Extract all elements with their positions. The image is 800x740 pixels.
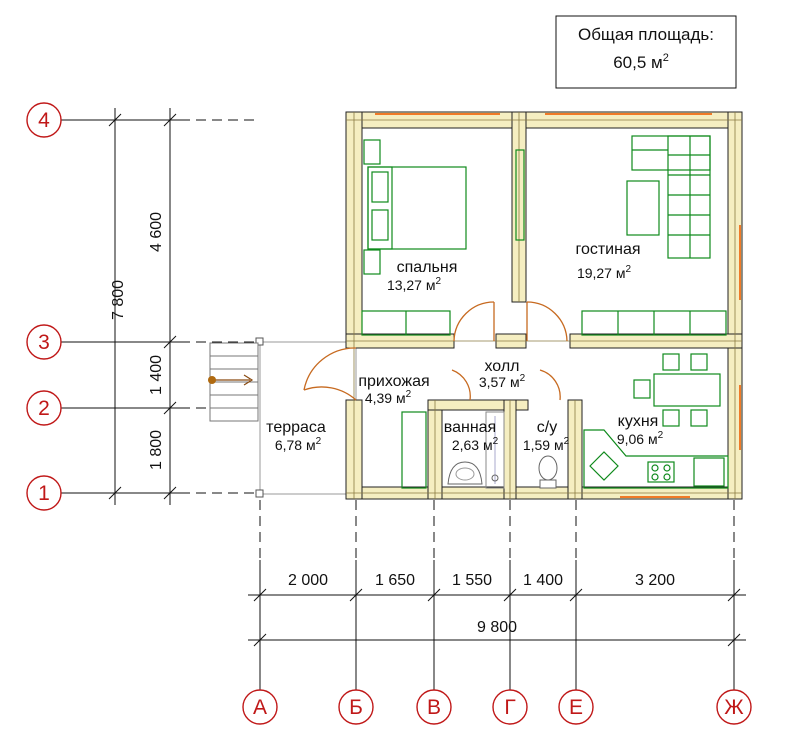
- room-name: ванная: [444, 419, 496, 436]
- room-terrace: терраса 6,78 м2: [266, 419, 326, 453]
- bench-icon: [581, 310, 727, 336]
- room-name: гостиная: [575, 241, 640, 258]
- wardrobe-icon: [361, 310, 451, 336]
- room-name: спальня: [397, 259, 458, 276]
- room-area: 3,57 м2: [479, 373, 526, 390]
- axis-row-label: 1: [38, 482, 50, 505]
- axis-col-label: Ж: [724, 696, 744, 719]
- sofa-icon: [626, 135, 711, 259]
- room-name: с/у: [537, 419, 557, 436]
- dimension-lines: [60, 108, 746, 690]
- total-area-value: 60,5 м2: [613, 52, 669, 72]
- horizontal-dim: 2 000: [288, 572, 328, 589]
- room-wc: с/у 1,59 м2: [523, 419, 570, 453]
- room-area: 1,59 м2: [523, 436, 570, 453]
- room-name: терраса: [266, 419, 326, 436]
- shower-icon: [485, 411, 505, 489]
- doors: [303, 301, 568, 401]
- room-area: 19,27 м2: [577, 264, 632, 281]
- dining-table-icon: [633, 353, 721, 427]
- bed-icon: [363, 139, 467, 275]
- terrace-stairs: [208, 342, 259, 422]
- total-area-box: Общая площадь: 60,5 м2: [555, 15, 737, 89]
- room-hall: холл 3,57 м2: [479, 358, 526, 390]
- horizontal-dim: 3 200: [635, 572, 675, 589]
- room-entrance: прихожая 4,39 м2: [358, 373, 429, 406]
- total-area-title: Общая площадь:: [578, 25, 714, 44]
- sink-icon: [447, 461, 483, 485]
- cabinet-icon: [401, 411, 427, 489]
- axis-col-label: А: [253, 696, 267, 719]
- vertical-total-dim: 7 800: [110, 280, 127, 320]
- room-area: 4,39 м2: [365, 389, 412, 406]
- vertical-dim: 1 400: [148, 355, 165, 395]
- horizontal-dim: 1 650: [375, 572, 415, 589]
- kitchen-counter-icon: [583, 429, 729, 489]
- axis-col-label: В: [427, 696, 441, 719]
- toilet-icon: [538, 455, 558, 489]
- room-name: холл: [484, 358, 519, 375]
- vertical-dim: 4 600: [148, 212, 165, 252]
- room-area: 9,06 м2: [617, 430, 664, 447]
- horizontal-total-dim: 9 800: [477, 619, 517, 636]
- axis-row-label: 3: [38, 331, 50, 354]
- room-area: 13,27 м2: [387, 276, 442, 293]
- horizontal-dim: 1 550: [452, 572, 492, 589]
- horizontal-dim: 1 400: [523, 572, 563, 589]
- shelf-icon: [515, 149, 525, 241]
- room-area: 6,78 м2: [275, 436, 322, 453]
- axis-col-label: Б: [349, 696, 363, 719]
- windows: [375, 113, 741, 498]
- row-axis-markers: 4 3 2 1: [26, 102, 62, 511]
- room-name: кухня: [618, 413, 659, 430]
- room-bathroom: ванная 2,63 м2: [444, 419, 499, 453]
- vertical-dim: 1 800: [148, 430, 165, 470]
- axis-row-label: 4: [38, 109, 50, 132]
- axis-row-label: 2: [38, 397, 50, 420]
- furniture: [361, 135, 729, 489]
- axis-col-label: Е: [569, 696, 583, 719]
- room-living: гостиная 19,27 м2: [575, 241, 640, 281]
- room-labels: спальня 13,27 м2 гостиная 19,27 м2 прихо…: [266, 241, 663, 453]
- dimension-labels: 7 800 4 600 1 400 1 800 2 000 1 650 1 55…: [110, 212, 675, 636]
- room-bedroom: спальня 13,27 м2: [387, 259, 457, 293]
- column-axis-markers: А Б В Г Е Ж: [242, 689, 752, 725]
- axis-col-label: Г: [504, 696, 515, 719]
- room-area: 2,63 м2: [452, 436, 499, 453]
- room-name: прихожая: [358, 373, 429, 390]
- room-kitchen: кухня 9,06 м2: [617, 413, 664, 447]
- terrace: [208, 337, 357, 498]
